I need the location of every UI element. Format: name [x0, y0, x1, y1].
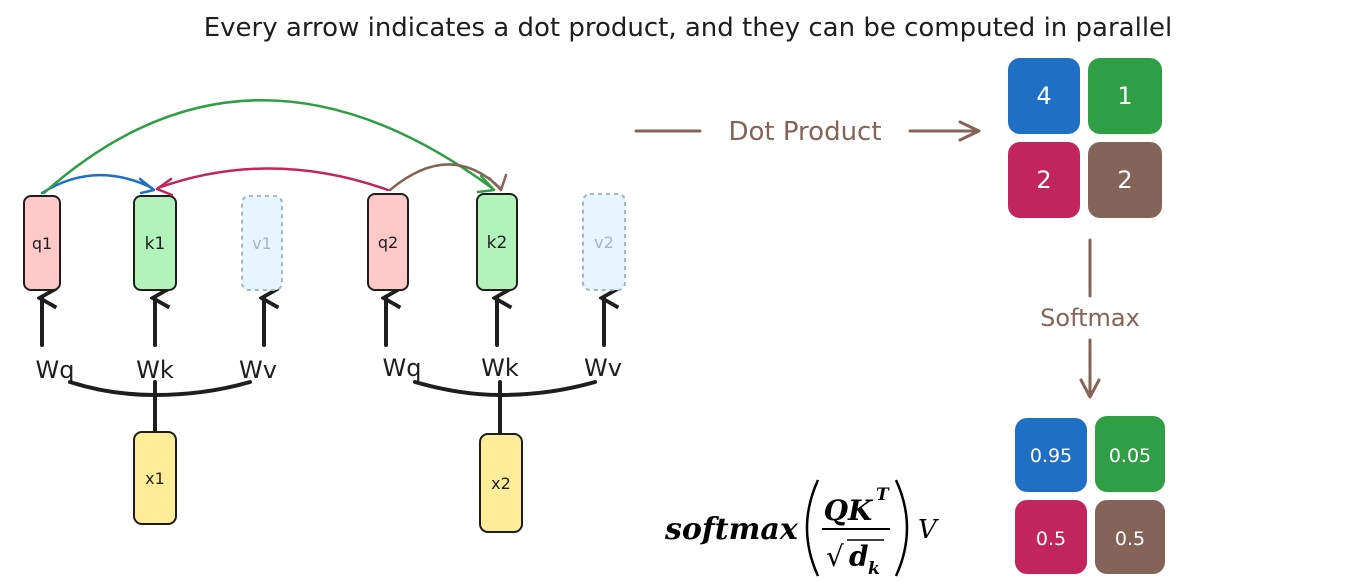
token-1-key-label: k1 — [145, 234, 166, 254]
score-cell-2 — [1088, 58, 1162, 134]
token-2-group: x2 Wq Wk Wv q2 k2 v2 — [367, 193, 626, 533]
weight-cell-1-value: 0.95 — [1030, 445, 1072, 467]
dot-product-arrow: Dot Product — [634, 117, 981, 147]
arc-q1-k2-head — [476, 174, 496, 194]
attention-formula: softmax QK T √ d k V — [664, 479, 939, 579]
formula-right-paren — [894, 479, 909, 577]
score-cell-4-value: 2 — [1117, 166, 1132, 194]
diagram-title: Every arrow indicates a dot product, and… — [204, 13, 1173, 43]
token-2-query-label: q2 — [378, 233, 398, 252]
weight-cell-4 — [1095, 500, 1165, 574]
arc-q1-k1-head — [138, 177, 156, 195]
token-2-value-label: v2 — [594, 233, 614, 252]
score-cell-3-value: 2 — [1036, 166, 1051, 194]
score-matrix: 4 1 2 2 — [1008, 58, 1162, 218]
token-1-wk-label: Wk — [136, 356, 174, 384]
score-cell-2-value: 1 — [1117, 82, 1132, 110]
formula-superscript: T — [876, 485, 890, 505]
token-2-wq-label: Wq — [383, 354, 422, 382]
score-cell-1 — [1008, 58, 1080, 134]
formula-numerator: QK — [824, 494, 874, 527]
token-1-query-label: q1 — [32, 234, 52, 253]
score-cell-1-value: 4 — [1036, 82, 1051, 110]
weight-cell-1 — [1015, 418, 1087, 492]
token-2-wv-label: Wv — [584, 354, 622, 382]
token-2-key-box — [476, 193, 518, 291]
formula-left-paren — [805, 479, 820, 577]
token-2-input-box — [479, 433, 523, 533]
token-2-branch-lines — [413, 380, 597, 436]
score-cell-4 — [1088, 142, 1162, 218]
weight-cell-3-value: 0.5 — [1036, 528, 1066, 550]
arc-q2-k1-head — [155, 177, 174, 197]
token-1-key-box — [133, 195, 177, 291]
arc-q1-k1 — [40, 173, 154, 195]
token-1-wv-label: Wv — [239, 356, 277, 384]
dot-product-arcs — [40, 99, 508, 197]
softmax-label: Softmax — [1040, 304, 1140, 332]
token-2-input-label: x2 — [491, 474, 511, 493]
token-1-query-box — [23, 195, 61, 291]
dot-product-label: Dot Product — [728, 117, 881, 147]
token-2-wk-label: Wk — [481, 354, 519, 382]
formula-radical: √ — [826, 540, 844, 573]
token-1-value-box — [241, 195, 283, 291]
token-1-wq-label: Wq — [36, 356, 75, 384]
arc-q1-k2 — [42, 99, 494, 195]
token-2-value-box — [582, 193, 626, 291]
weight-cell-2 — [1095, 416, 1165, 492]
token-1-input-label: x1 — [145, 469, 165, 488]
weight-cell-3 — [1015, 500, 1087, 574]
score-cell-3 — [1008, 142, 1080, 218]
token-2-query-box — [367, 193, 409, 291]
formula-multiplier: V — [918, 515, 939, 545]
token-1-group: x1 Wq Wk Wv q1 k1 v1 — [23, 195, 283, 525]
formula-subscript: k — [868, 559, 880, 579]
weight-cell-4-value: 0.5 — [1115, 528, 1145, 550]
softmax-arrow: Softmax — [1040, 238, 1140, 399]
formula-softmax: softmax — [664, 512, 799, 547]
weight-cell-2-value: 0.05 — [1109, 445, 1151, 467]
arc-q2-k2-head — [487, 173, 508, 192]
token-1-input-box — [133, 431, 177, 525]
token-2-key-label: k2 — [487, 233, 508, 253]
arc-q2-k1 — [156, 167, 390, 192]
token-1-value-label: v1 — [252, 234, 272, 253]
token-1-branch-lines — [68, 380, 252, 434]
formula-denominator: d — [849, 540, 869, 573]
weight-matrix: 0.95 0.05 0.5 0.5 — [1015, 416, 1165, 574]
